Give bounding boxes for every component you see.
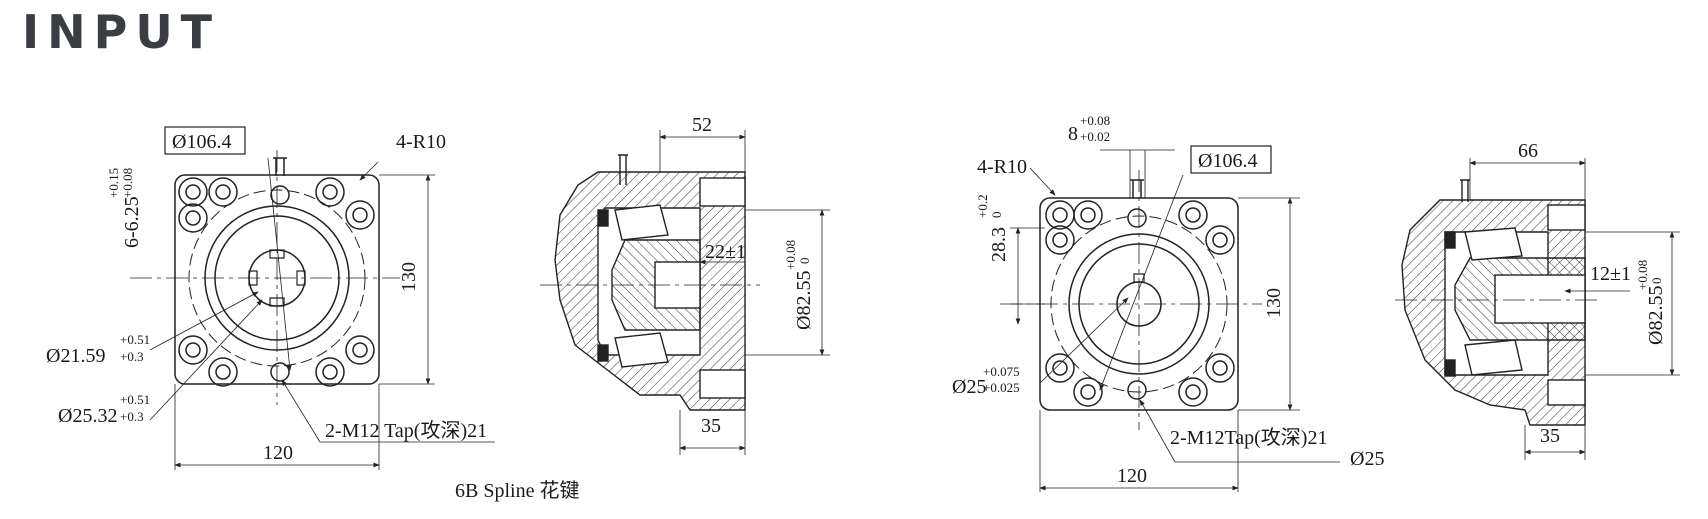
right-section-top-dim: 66 [1518,140,1538,162]
left-section-bore-tol-up: +0.08 [783,240,798,270]
right-shaft-bore [1494,274,1586,324]
right-height-label: 130 [1263,288,1285,318]
left-section-labels: 52 22±1 Ø82.55 +0.08 0 35 [692,114,815,437]
left-output-pocket-bottom [699,369,746,399]
left-major-diameter-tol-up: +0.51 [120,392,150,407]
bolt-holes [178,177,375,387]
right-front-view [1000,149,1340,492]
left-height-label: 130 [398,262,420,292]
left-width-label: 120 [263,442,293,464]
right-bore-diameter-tol-dn: +0.025 [983,380,1020,395]
key-slot [1133,273,1145,283]
right-key-width-tol-dn: +0.02 [1080,129,1110,144]
left-section-view [540,130,830,455]
right-section-bore-tol-dn: 0 [1649,278,1664,285]
page-title: INPUT [22,5,221,59]
left-bearing-top [614,204,669,241]
right-seal-bottom [1444,359,1456,377]
left-seal-bottom [597,344,609,362]
left-major-diameter-label: Ø25.32 [58,405,117,427]
right-width-label: 120 [1117,465,1147,487]
left-spline-width-tol-dn: +0.08 [120,168,135,198]
right-section-view [1395,158,1680,460]
left-section-top-dim: 52 [692,114,712,136]
right-caption: Ø25 [1350,448,1384,470]
left-minor-diameter-tol-dn: +0.3 [120,349,144,364]
left-output-pocket-top [699,177,746,207]
right-section-bottom-dim: 35 [1540,425,1560,447]
left-spline-width-tol-up: +0.15 [106,168,121,198]
grease-fitting [1130,179,1144,198]
right-seal-top [1444,231,1456,249]
left-caption: 6B Spline 花键 [455,479,579,502]
right-key-width-label: 8 [1068,123,1078,145]
right-bearing-bottom [1464,339,1523,376]
right-front-labels: 8 +0.08 +0.02 Ø106.4 4-R10 28.3 +0.2 0 1… [952,113,1384,487]
right-section-bore-tol-up: +0.08 [1635,260,1650,290]
right-key-height-tol-dn: 0 [989,212,1004,219]
spline-teeth [248,249,306,307]
right-key-height-label: 28.3 [988,227,1010,262]
grease-fitting [273,157,287,176]
left-bearing-bottom [614,332,669,368]
left-major-diameter-tol-dn: +0.3 [120,409,144,424]
left-front-view [130,150,495,470]
right-bore-diameter-tol-up: +0.075 [983,364,1020,379]
right-tap-label: 2-M12Tap(攻深)21 [1170,426,1327,449]
left-section-bore: Ø82.55 [793,271,815,330]
left-tap-label: 2-M12 Tap(攻深)21 [325,419,487,442]
left-front-labels: Ø106.4 4-R10 6-6.25 +0.15 +0.08 130 Ø21.… [46,126,579,502]
right-bore-diameter-label: Ø25 [952,376,986,398]
right-section-labels: 66 12±1 Ø82.55 +0.08 0 35 [1518,140,1667,447]
left-section-bore-tol-dn: 0 [797,258,812,265]
left-section-depth: 22±1 [705,241,746,263]
left-section-bottom-dim: 35 [701,415,721,437]
right-output-pocket-top [1547,204,1586,231]
right-output-pocket-bottom [1547,379,1586,406]
right-section-bore: Ø82.55 [1645,286,1667,345]
right-bearing-top [1464,227,1523,261]
left-flange-diameter-label: Ø106.4 [172,131,231,153]
left-minor-diameter-label: Ø21.59 [46,345,105,367]
right-key-height-tol-up: +0.2 [975,194,990,218]
right-section-depth: 12±1 [1590,263,1631,285]
right-corner-radius-label: 4-R10 [977,156,1027,178]
right-fitting [1460,179,1470,202]
left-seal-top [597,209,609,227]
right-flange-diameter-label: Ø106.4 [1198,150,1257,172]
left-spline-width-label: 6-6.25 [121,196,143,248]
left-fitting [618,154,628,185]
bolt-holes [1045,200,1235,407]
left-minor-diameter-tol-up: +0.51 [120,332,150,347]
left-corner-radius-label: 4-R10 [396,131,446,153]
right-key-width-tol-up: +0.08 [1080,113,1110,128]
